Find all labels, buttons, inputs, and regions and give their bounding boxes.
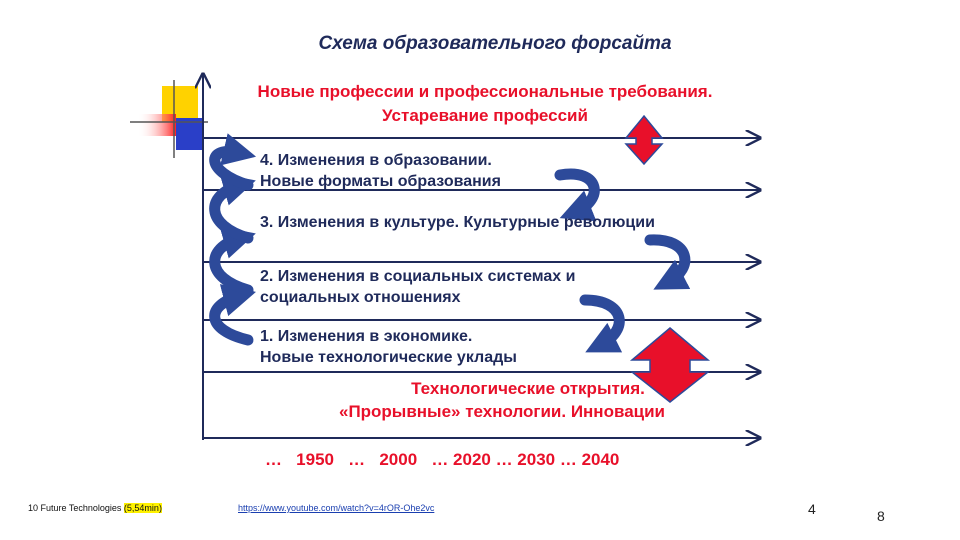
page-number: 8: [877, 508, 885, 524]
level-4-line2: Новые форматы образования: [260, 173, 501, 190]
curved-arrow-icon: [554, 168, 600, 222]
level-2-line1: 2. Изменения в социальных системах и: [260, 268, 576, 285]
curved-arrow-icon: [209, 284, 256, 346]
curved-arrow-icon: [644, 234, 691, 290]
footer-video-name: 10 Future Technologies: [28, 503, 122, 513]
curved-arrow-icon: [209, 133, 257, 191]
level-1-line2: Новые технологические уклады: [260, 349, 517, 366]
footer-video-title: 10 Future Technologies (5,54min): [28, 503, 162, 513]
bottom-block-line2: «Прорывные» технологии. Инновации: [338, 402, 665, 421]
level-3-line1: 3. Изменения в культуре. Культурные рево…: [260, 214, 655, 231]
double-arrow-icon: [624, 114, 664, 166]
level-1-line1: 1. Изменения в экономике.: [260, 328, 473, 345]
top-block-line2: Устаревание профессий: [382, 106, 588, 125]
slide-number: 4: [808, 501, 816, 517]
level-2-line2: социальных отношениях: [260, 289, 461, 306]
top-block-line1: Новые профессии и профессиональные требо…: [257, 82, 713, 101]
timeline-years: … 1950 … 2000 … 2020 … 2030 … 2040: [265, 450, 620, 469]
slide-title: Схема образовательного форсайта: [318, 33, 672, 54]
logo-squares-icon: [130, 80, 208, 158]
footer-video-link[interactable]: https://www.youtube.com/watch?v=4rOR-Ohe…: [238, 503, 435, 513]
curved-arrow-icon: [579, 294, 625, 353]
curved-arrow-icon: [209, 173, 256, 244]
level-4-line1: 4. Изменения в образовании.: [260, 152, 492, 169]
footer-video-duration: (5,54min): [123, 503, 162, 513]
bottom-block-line1: Технологические открытия.: [411, 379, 645, 398]
double-arrow-icon: [629, 327, 711, 403]
curved-arrow-icon: [209, 226, 256, 296]
